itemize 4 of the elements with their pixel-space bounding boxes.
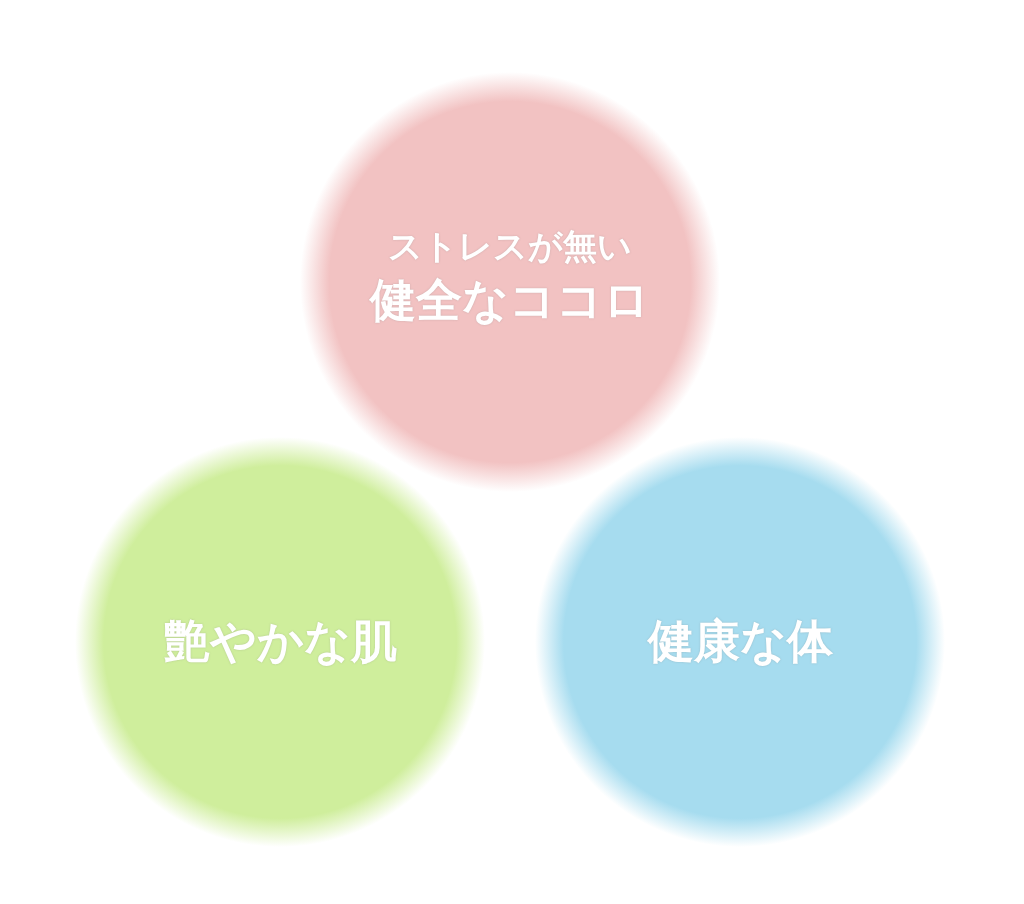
circle-title: 艶やかな肌: [163, 613, 397, 670]
circle-subtitle: ストレスが無い: [388, 225, 632, 269]
circle-title: 健全なココロ: [370, 271, 650, 329]
circle-title: 健康な体: [647, 613, 833, 670]
